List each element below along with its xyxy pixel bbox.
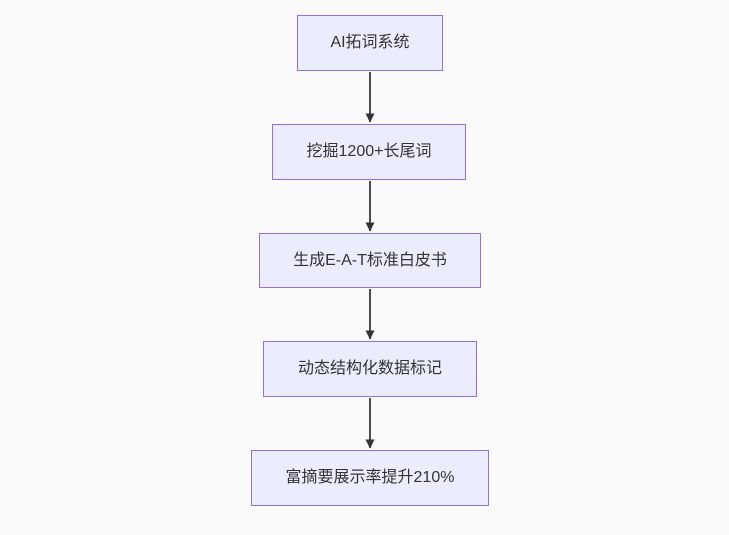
flow-node-label: 动态结构化数据标记 (297, 360, 442, 378)
flow-node-eat-whitepaper: 生成E-A-T标准白皮书 (259, 233, 481, 288)
flow-node-label: AI拓词系统 (330, 34, 410, 52)
flow-node-label: 挖掘1200+长尾词 (306, 143, 432, 161)
flow-node-rich-snippet-rate: 富摘要展示率提升210% (251, 450, 489, 506)
flow-node-ai-keyword-system: AI拓词系统 (297, 15, 443, 71)
flow-node-structured-data-markup: 动态结构化数据标记 (263, 341, 477, 397)
flow-node-label: 富摘要展示率提升210% (285, 469, 455, 487)
flow-node-label: 生成E-A-T标准白皮书 (293, 251, 447, 269)
flow-node-longtail-mining: 挖掘1200+长尾词 (272, 124, 466, 180)
